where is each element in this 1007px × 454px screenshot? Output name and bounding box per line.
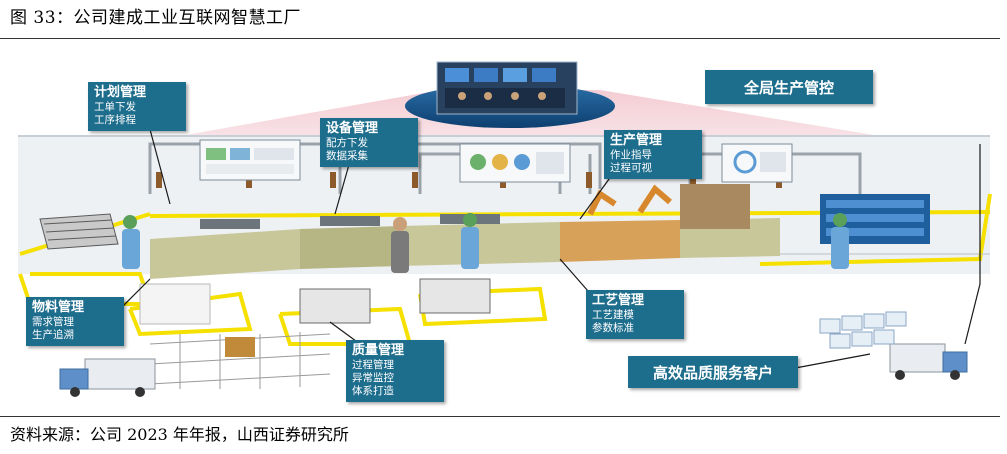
smart-factory-illustration: 计划管理 工单下发 工序排程 设备管理 配方下发 数据采集 生产管理 作业指导 …	[0, 44, 1007, 414]
plan-item-1: 工单下发	[94, 101, 136, 113]
process-cabinet	[680, 184, 750, 229]
delivery-truck-left	[59, 358, 156, 397]
source-note: 资料来源：公司 2023 年年报，山西证券研究所	[10, 425, 349, 444]
workers	[122, 213, 849, 273]
plan-item-2: 工序排程	[94, 114, 136, 126]
plan-management-title: 计划管理	[94, 85, 147, 100]
production-management-label: 生产管理 作业指导 过程可视	[604, 130, 702, 179]
quality-management-label: 质量管理 过程管理 异常监控 体系打造	[346, 340, 444, 402]
equipment-management-title: 设备管理	[326, 121, 379, 136]
material-item-1: 需求管理	[32, 316, 74, 328]
global-production-control-label: 全局生产管控	[705, 70, 873, 104]
process-item-2: 参数标准	[592, 322, 634, 334]
process-management-label: 工艺管理 工艺建模 参数标准	[586, 290, 684, 339]
process-management-title: 工艺管理	[592, 293, 645, 308]
process-item-1: 工艺建模	[592, 309, 634, 321]
material-area	[39, 213, 491, 389]
factory-scene	[18, 61, 992, 397]
material-management-label: 物料管理 需求管理 生产追溯	[26, 297, 124, 346]
material-item-2: 生产追溯	[32, 329, 74, 341]
production-item-2: 过程可视	[610, 162, 652, 174]
quality-management-title: 质量管理	[352, 343, 405, 358]
equipment-item-1: 配方下发	[326, 137, 368, 149]
customer-service-label: 高效品质服务客户	[628, 356, 798, 388]
quality-item-1: 过程管理	[352, 359, 394, 371]
source-rule	[0, 416, 1000, 417]
product-boxes	[819, 311, 907, 349]
quality-item-3: 体系打造	[352, 385, 394, 397]
production-item-1: 作业指导	[610, 149, 652, 161]
equipment-item-2: 数据采集	[326, 150, 368, 162]
quality-item-2: 异常监控	[352, 372, 394, 384]
figure-caption: 图 33：公司建成工业互联网智慧工厂	[10, 8, 302, 28]
material-management-title: 物料管理	[32, 300, 85, 315]
delivery-truck-right	[889, 343, 968, 380]
equipment-management-label: 设备管理 配方下发 数据采集	[320, 118, 418, 167]
plan-management-label: 计划管理 工单下发 工序排程	[88, 82, 186, 131]
caption-rule	[0, 38, 1000, 39]
production-management-title: 生产管理	[610, 133, 663, 148]
